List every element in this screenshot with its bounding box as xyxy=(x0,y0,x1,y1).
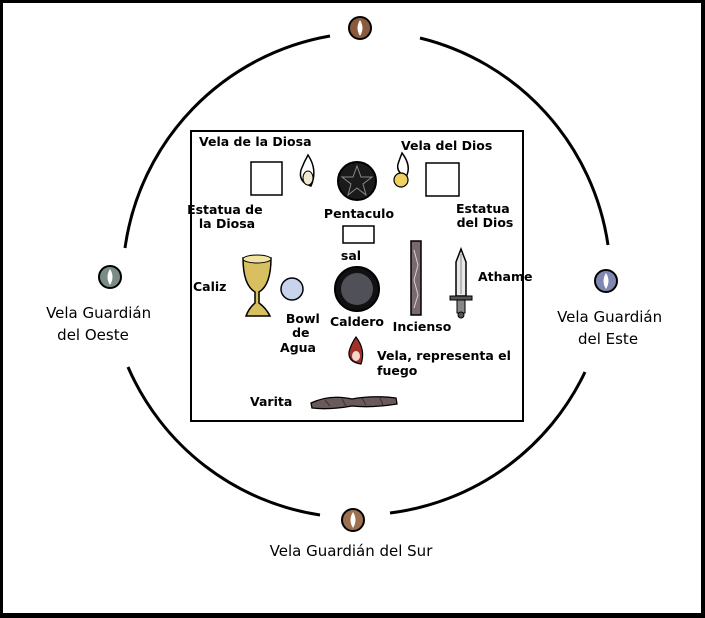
vela-dios-label: Vela del Dios xyxy=(401,138,492,153)
sal-label: sal xyxy=(341,248,361,263)
goddess-statue-box xyxy=(251,162,282,195)
east-candle-icon xyxy=(595,270,617,292)
salt-box xyxy=(343,226,374,243)
incienso-label: Incienso xyxy=(393,319,452,334)
estatua-dios-label: Estatua del Dios xyxy=(456,201,514,230)
incense-icon xyxy=(411,241,421,315)
pentaculo-label: Pentaculo xyxy=(324,206,395,221)
vela-diosa-label: Vela de la Diosa xyxy=(199,134,312,149)
god-statue-box xyxy=(426,163,459,196)
west-candle-icon xyxy=(99,266,121,288)
varita-label: Varita xyxy=(250,394,292,409)
south-candle-icon xyxy=(342,509,364,531)
water-bowl-icon xyxy=(281,278,303,300)
cauldron-icon xyxy=(335,267,379,311)
south-guardian-label: Vela Guardián del Sur xyxy=(270,542,434,560)
athame-label: Athame xyxy=(478,269,533,284)
pentacle-icon xyxy=(338,162,376,200)
caldero-label: Caldero xyxy=(330,314,384,329)
estatua-diosa-label: Estatua de la Diosa xyxy=(187,202,267,231)
caliz-label: Caliz xyxy=(193,279,226,294)
north-candle-icon xyxy=(349,17,371,39)
